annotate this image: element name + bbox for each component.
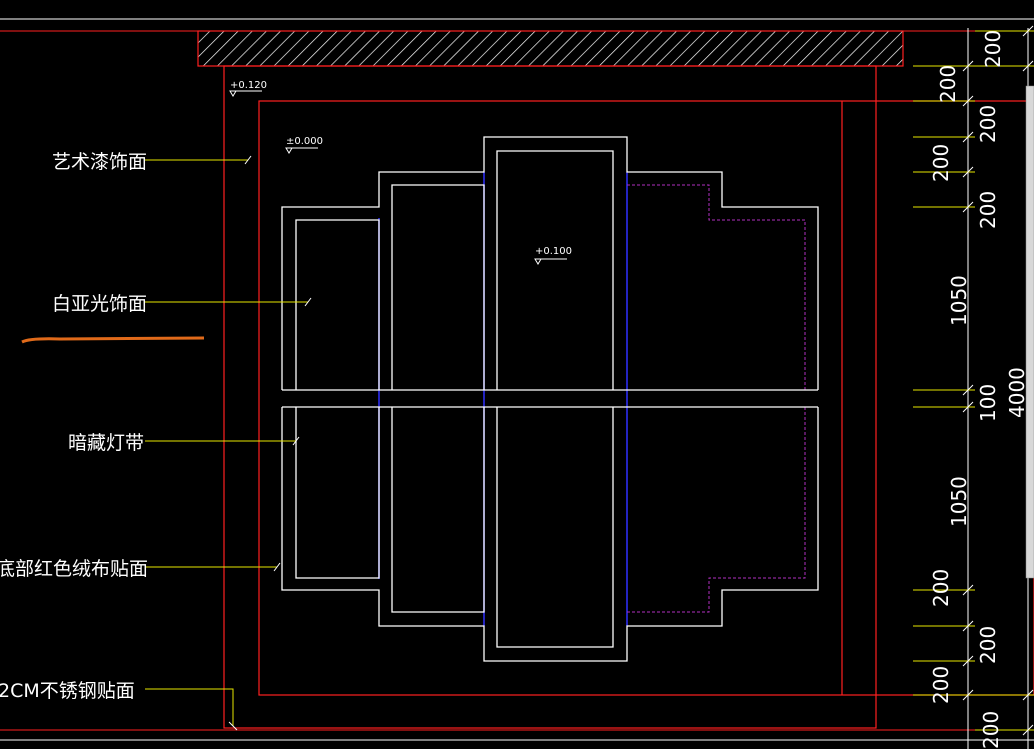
hatched-beam (197, 30, 904, 67)
dim-inner-6: 1050 (947, 476, 971, 527)
label-hidden-light: 暗藏灯带 (68, 432, 144, 454)
dim-inner-1: 200 (976, 105, 1000, 143)
dim-inner-8: 200 (976, 626, 1000, 664)
level-floor-text: ±0.000 (286, 136, 323, 147)
dim-extension-lines (913, 30, 1034, 731)
inner-frame (258, 100, 1034, 696)
level-marker-top: +0.120 (229, 80, 267, 97)
leader-lines (145, 159, 308, 726)
outer-frame (223, 65, 877, 729)
dim-inner-9: 200 (929, 666, 953, 704)
dim-inner-0: 200 (936, 65, 960, 103)
level-center-text: +0.100 (535, 246, 572, 257)
magenta-dashed-outline-bottom (627, 407, 806, 613)
label-red-velvet: 底部红色绒布贴面 (0, 558, 148, 580)
magenta-dashed-outline-top (627, 184, 806, 390)
level-marker-floor: ±0.000 (285, 136, 323, 154)
label-white-matte: 白亚光饰面 (52, 293, 147, 315)
dim-inner-2: 200 (929, 144, 953, 182)
dim-inner-7: 200 (929, 569, 953, 607)
level-top-text: +0.120 (230, 80, 267, 91)
dim-inner-5: 100 (976, 384, 1000, 422)
scroll-handle[interactable] (1025, 85, 1034, 579)
level-marker-center: +0.100 (534, 246, 572, 265)
dim-outer-bottom: 200 (979, 711, 1003, 749)
dim-outer-top: 200 (981, 30, 1005, 68)
orange-markup-stroke (21, 336, 205, 344)
dim-total: 4000 (1005, 367, 1029, 418)
dim-inner-3: 200 (976, 191, 1000, 229)
dim-ticks (962, 25, 1034, 736)
dim-inner-4: 1050 (947, 275, 971, 326)
panel-outlines (281, 136, 819, 662)
leader-ticks (228, 155, 312, 731)
label-art-paint: 艺术漆饰面 (52, 151, 147, 173)
label-steel: 2CM不锈钢贴面 (0, 680, 135, 702)
